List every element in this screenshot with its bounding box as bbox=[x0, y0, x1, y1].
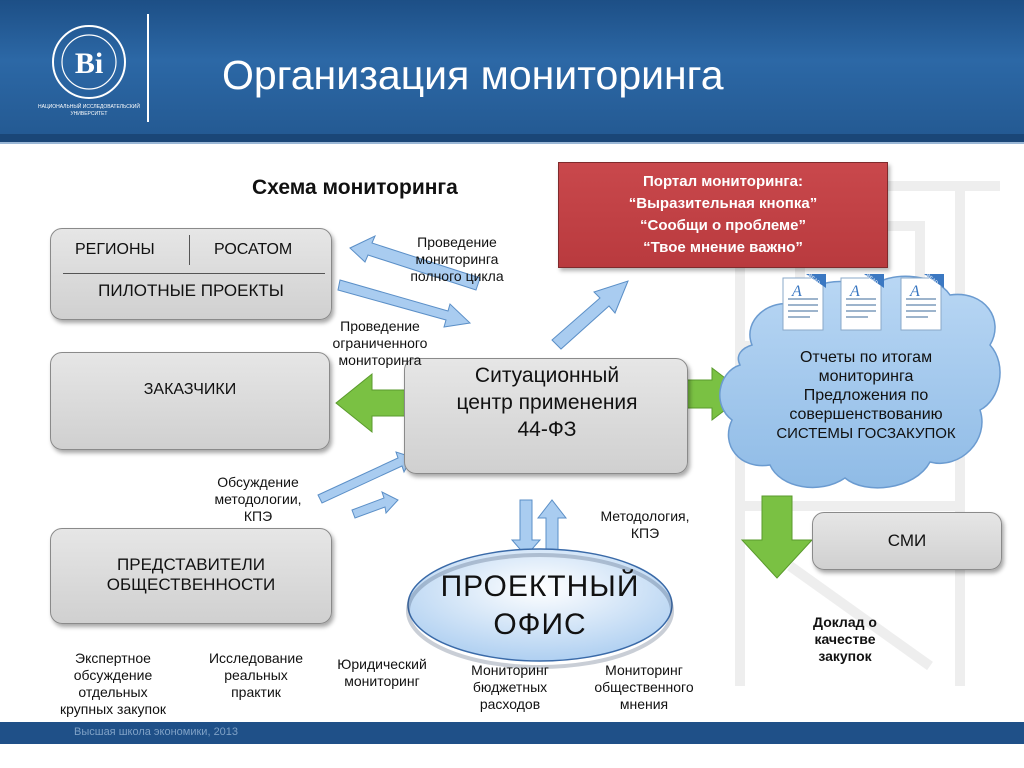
report-document-icon: A READ bbox=[782, 274, 826, 331]
label-expert-l1: Экспертное bbox=[75, 650, 151, 666]
regions-label: РЕГИОНЫ bbox=[75, 241, 155, 258]
label-budget-l2: бюджетных bbox=[472, 679, 548, 695]
schema-title: Схема мониторинга bbox=[252, 176, 458, 199]
label-full-cycle-l1: Проведение bbox=[417, 234, 497, 250]
arrow-to-media bbox=[740, 495, 814, 579]
label-budget-l1: Мониторинг bbox=[471, 662, 549, 678]
svg-text:A: A bbox=[909, 283, 920, 300]
situation-center-text: Ситуационный центр применения 44-ФЗ bbox=[408, 362, 686, 443]
media-box: СМИ bbox=[812, 512, 1002, 570]
label-discussion-l2: методологии, bbox=[214, 491, 302, 507]
hse-logo: Ві bbox=[52, 25, 126, 99]
label-opinion-l2: общественного bbox=[594, 679, 694, 695]
label-report-l1: Доклад о bbox=[813, 614, 877, 630]
cloud-line1: Отчеты по итогам bbox=[799, 349, 933, 366]
arrow-to-public bbox=[317, 451, 413, 504]
label-report-l2: качестве bbox=[814, 631, 876, 647]
pilot-divider-h bbox=[63, 273, 325, 274]
footer-bar bbox=[0, 722, 1024, 744]
header-divider-light bbox=[0, 142, 1024, 144]
footer-whitespace bbox=[0, 744, 1024, 768]
label-research: Исследование реальных практик bbox=[194, 650, 318, 701]
label-opinion-l3: мнения bbox=[619, 696, 669, 712]
customers-label: ЗАКАЗЧИКИ bbox=[143, 381, 237, 398]
project-office-text: ПРОЕКТНЫЙ ОФИС bbox=[410, 568, 670, 644]
label-budget: Мониторинг бюджетных расходов bbox=[450, 662, 570, 713]
office-line1: ПРОЕКТНЫЙ bbox=[440, 570, 640, 603]
svg-text:A: A bbox=[791, 283, 802, 300]
report-document-icon: A READ bbox=[900, 274, 944, 331]
label-discussion: Обсуждение методологии, КПЭ bbox=[196, 474, 320, 525]
label-full-cycle-l3: полного цикла bbox=[410, 268, 504, 284]
label-budget-l3: расходов bbox=[479, 696, 541, 712]
public-label-line1: ПРЕДСТАВИТЕЛИ bbox=[117, 555, 265, 574]
cloud-line4: совершенствованию bbox=[789, 406, 943, 423]
customers-box: ЗАКАЗЧИКИ bbox=[50, 352, 330, 450]
cloud-line3: Предложения по bbox=[803, 387, 929, 404]
label-expert: Экспертное обсуждение отдельных крупных … bbox=[40, 650, 186, 718]
label-expert-l2: обсуждение bbox=[73, 667, 153, 683]
project-office-oval bbox=[407, 548, 673, 662]
pilot-divider-v bbox=[189, 235, 190, 265]
label-expert-l3: отдельных bbox=[78, 684, 148, 700]
portal-box: Портал мониторинга: “Выразительная кнопк… bbox=[558, 162, 888, 268]
logo-separator bbox=[147, 14, 149, 122]
arrow-from-public bbox=[351, 491, 399, 519]
portal-line2: “Выразительная кнопка” bbox=[628, 195, 818, 212]
report-document-icon: A READ bbox=[840, 274, 884, 331]
label-methodology-l2: КПЭ bbox=[630, 525, 660, 541]
label-research-l2: реальных bbox=[224, 667, 288, 683]
label-report-l3: закупок bbox=[818, 648, 872, 664]
label-opinion-l1: Мониторинг bbox=[605, 662, 683, 678]
center-line1: Ситуационный bbox=[474, 364, 620, 387]
rosatom-label: РОСАТОМ bbox=[214, 241, 293, 258]
label-methodology-l1: Методология, bbox=[600, 508, 690, 524]
label-legal-l2: мониторинг bbox=[344, 673, 420, 689]
arrow-to-customers bbox=[335, 372, 409, 434]
office-line2: ОФИС bbox=[493, 608, 587, 641]
cloud-line5: СИСТЕМЫ ГОСЗАКУПОК bbox=[776, 425, 956, 442]
arrow-to-portal bbox=[551, 280, 629, 350]
center-line3: 44-ФЗ bbox=[517, 418, 577, 441]
arrow-down-office bbox=[510, 499, 542, 557]
public-label-line2: ОБЩЕСТВЕННОСТИ bbox=[106, 575, 276, 594]
portal-line4: “Твое мнение важно” bbox=[643, 239, 803, 256]
cloud-text: Отчеты по итогам мониторинга Предложения… bbox=[736, 348, 996, 443]
label-limited-l3: мониторинга bbox=[338, 352, 422, 368]
portal-line1: Портал мониторинга: bbox=[643, 173, 803, 190]
label-expert-l4: крупных закупок bbox=[60, 701, 166, 717]
label-discussion-l3: КПЭ bbox=[243, 508, 273, 524]
svg-text:A: A bbox=[849, 283, 860, 300]
label-limited-l2: ограниченного bbox=[332, 335, 428, 351]
label-research-l1: Исследование bbox=[208, 650, 304, 666]
public-box: ПРЕДСТАВИТЕЛИ ОБЩЕСТВЕННОСТИ bbox=[50, 528, 332, 624]
svg-text:Ві: Ві bbox=[75, 47, 103, 80]
arrow-from-pilot bbox=[337, 279, 472, 328]
label-limited: Проведение ограниченного мониторинга bbox=[316, 318, 444, 369]
portal-line3: “Сообщи о проблеме” bbox=[640, 217, 806, 234]
header-bar bbox=[0, 0, 1024, 134]
page-title: Организация мониторинга bbox=[222, 52, 724, 98]
label-legal-l1: Юридический bbox=[337, 656, 427, 672]
label-opinion: Мониторинг общественного мнения bbox=[576, 662, 712, 713]
footer-text: Высшая школа экономики, 2013 bbox=[74, 726, 239, 738]
logo-caption: НАЦИОНАЛЬНЫЙ ИССЛЕДОВАТЕЛЬСКИЙ УНИВЕРСИТ… bbox=[38, 104, 140, 117]
center-line2: центр применения bbox=[456, 391, 638, 414]
label-methodology: Методология, КПЭ bbox=[580, 508, 710, 542]
label-report: Доклад о качестве закупок bbox=[780, 614, 910, 665]
label-limited-l1: Проведение bbox=[340, 318, 420, 334]
situation-center-box bbox=[404, 358, 688, 474]
arrow-to-pilot bbox=[349, 234, 481, 291]
label-full-cycle: Проведение мониторинга полного цикла bbox=[392, 234, 522, 285]
label-research-l3: практик bbox=[231, 684, 281, 700]
cloud-line2: мониторинга bbox=[818, 368, 914, 385]
pilot-projects-label: ПИЛОТНЫЕ ПРОЕКТЫ bbox=[98, 281, 284, 300]
pilot-projects-box: РЕГИОНЫ РОСАТОМ ПИЛОТНЫЕ ПРОЕКТЫ bbox=[50, 228, 332, 320]
header-divider bbox=[0, 134, 1024, 142]
media-label: СМИ bbox=[887, 531, 927, 550]
label-discussion-l1: Обсуждение bbox=[217, 474, 299, 490]
label-full-cycle-l2: мониторинга bbox=[415, 251, 499, 267]
label-legal: Юридический мониторинг bbox=[320, 656, 444, 690]
